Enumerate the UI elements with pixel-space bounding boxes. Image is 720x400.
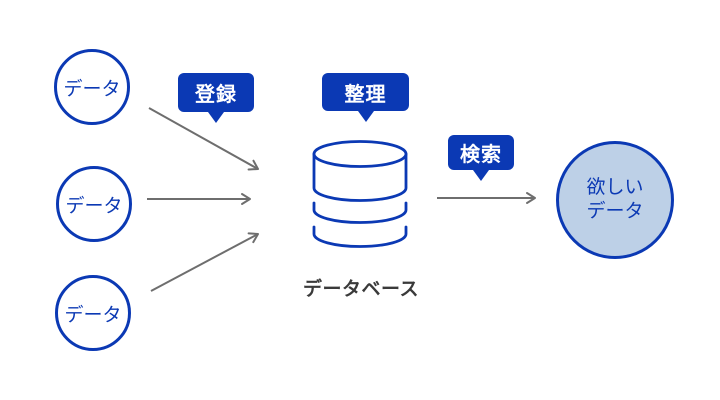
search-label: 検索: [460, 144, 502, 166]
source-data-label-2: データ: [65, 195, 123, 217]
source-data-label-3: データ: [64, 304, 122, 326]
result-data-circle: 欲しい データ: [556, 141, 674, 259]
organize-callout-bubble: 整理: [322, 73, 409, 111]
source-data-label-1: データ: [63, 78, 121, 100]
arrow-source3-to-database: [150, 232, 259, 292]
arrow-source1-to-database: [148, 107, 259, 171]
source-data-circle-2: データ: [56, 166, 132, 242]
register-label: 登録: [195, 84, 237, 106]
search-callout-bubble: 検索: [448, 135, 514, 170]
result-label-line2: データ: [586, 201, 644, 222]
register-callout-bubble: 登録: [178, 73, 254, 112]
source-data-circle-3: データ: [55, 275, 131, 351]
source-data-circle-1: データ: [54, 49, 130, 125]
database-label: データベース: [302, 279, 420, 300]
result-label-line1: 欲しい: [586, 177, 644, 198]
database-cylinder-icon: [312, 140, 408, 248]
organize-label: 整理: [344, 83, 387, 106]
